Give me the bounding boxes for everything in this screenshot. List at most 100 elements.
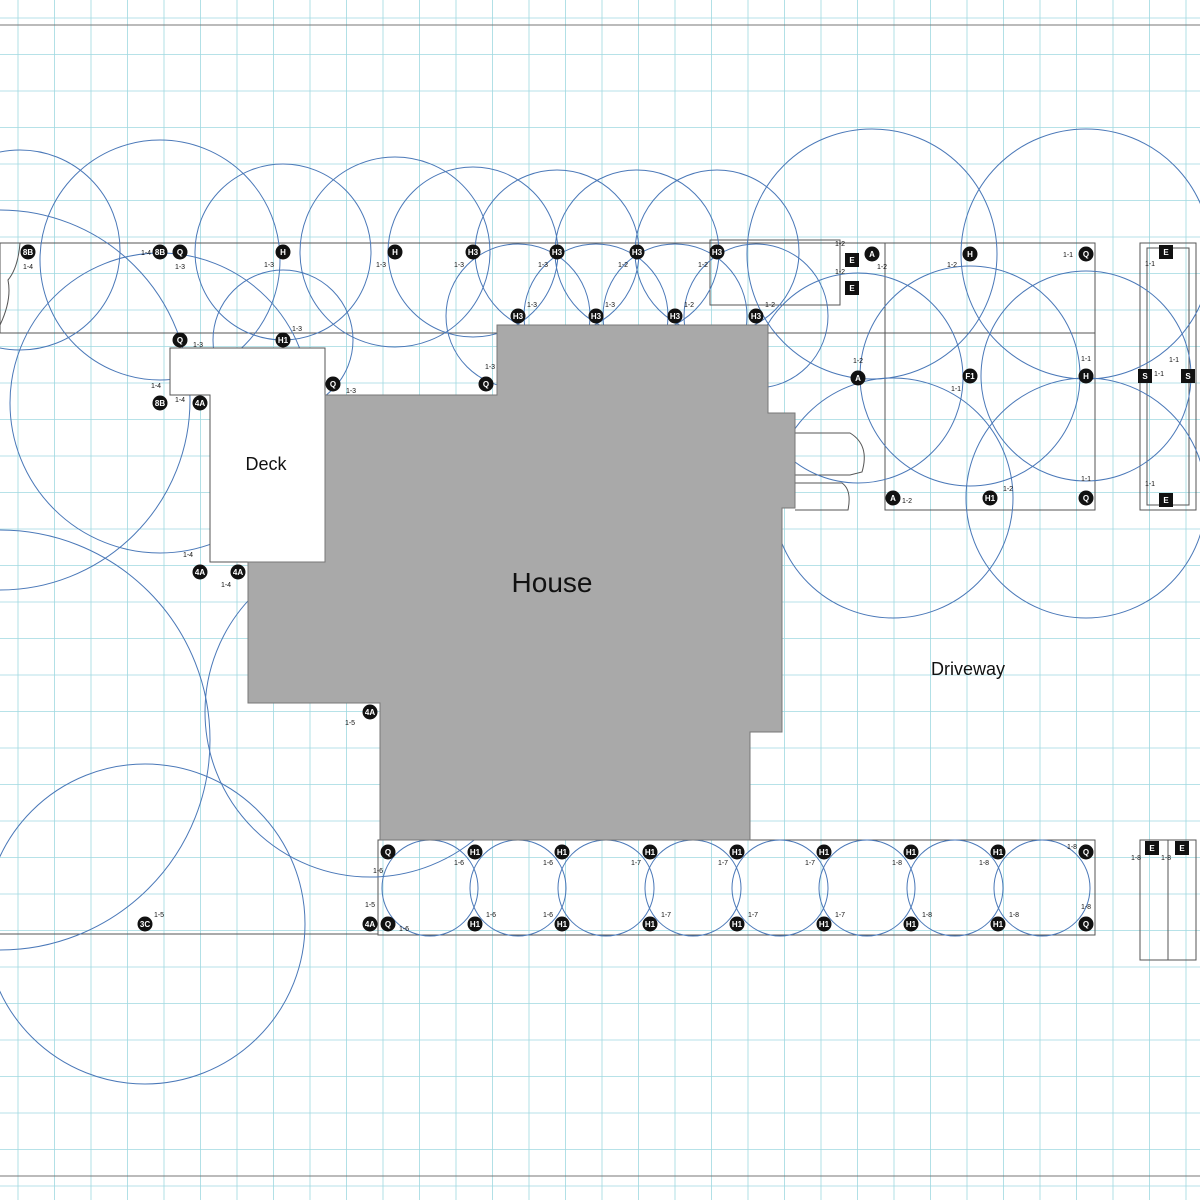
sprinkler-head-marker [549,244,565,260]
sprinkler-head-marker [588,308,604,324]
sprinkler-head-marker [748,308,764,324]
spray-arc [469,839,567,937]
sprinkler-zone-label: 1-2 [902,498,912,505]
sprinkler-head: H11-6 [467,912,496,932]
spray-arc [731,839,829,937]
sprinkler-zone-label: 1-3 [605,302,615,309]
strip-zone-label: 1-8 [1131,855,1141,862]
sprinkler-zone-label: 1-4 [23,264,33,271]
spray-arc [906,839,1004,937]
strip-head-type: E [1163,496,1169,505]
sprinkler-head-marker [137,916,153,932]
sprinkler-head: H1-3 [264,244,291,269]
sprinkler-head: Q1-3 [172,332,203,349]
sprinkler-zone-label: 1-5 [365,902,375,909]
sprinkler-head-marker [230,564,246,580]
deck-label: Deck [245,454,287,474]
sprinkler-head: 4A1-4 [175,395,208,411]
sprinkler-head: H11-6 [543,912,570,932]
sprinkler-head-marker [362,704,378,720]
sprinkler-head-marker [510,308,526,324]
spray-arc [0,529,211,951]
sprinkler-head: H11-8 [892,844,919,867]
sprinkler-head: H11-6 [454,844,483,867]
strip-zone-label: 1-1 [1154,371,1164,378]
sprinkler-head-marker [709,244,725,260]
sprinkler-head-marker [629,244,645,260]
sprinkler-head: H11-2 [982,486,1013,506]
sprinkler-head: Q1-1 [1063,246,1094,262]
sprinkler-head-marker [990,916,1006,932]
sprinkler-head-marker [275,244,291,260]
sprinkler-head-marker [962,246,978,262]
sprinkler-head-type: H [967,250,973,259]
spray-arc [746,128,998,380]
sprinkler-head-marker [467,916,483,932]
sprinkler-head-type: H3 [591,312,602,321]
sprinkler-head: Q1-3 [172,244,188,271]
sprinkler-head-marker [1078,844,1094,860]
sprinkler-head: Q1-8 [1067,844,1094,860]
sprinkler-head: H11-7 [631,844,658,867]
sprinkler-head: H11-8 [990,912,1019,932]
sprinkler-head: H 1-2 [947,246,978,269]
sprinkler-head-type: H1 [993,920,1004,929]
sprinkler-head-marker [903,916,919,932]
sprinkler-head: H1-3 [376,244,403,269]
strip-head-marker [1175,841,1189,855]
strip-sprinkler-head: E 1-1 [1145,481,1173,507]
strip-head-type: E [849,256,855,265]
sprinkler-zone-label: 1-1 [1081,476,1091,483]
sprinkler-head-type: H1 [645,920,656,929]
sprinkler-zone-label: 1-2 [698,262,708,269]
strip-zone-label: 1-1 [1169,357,1179,364]
sprinkler-head-marker [380,916,396,932]
sprinkler-head-marker [275,332,291,348]
strip-head-marker [1159,493,1173,507]
sprinkler-zone-label: 1-3 [193,342,203,349]
strip-sprinkler-head: E1-1 [1145,245,1173,268]
sprinkler-head-marker [885,490,901,506]
sprinkler-head: H11-7 [729,912,758,932]
sprinkler-head-marker [467,844,483,860]
sprinkler-head: 8B1-4 [151,383,168,411]
sprinkler-zone-label: 1-1 [1081,356,1091,363]
sprinkler-head-marker [192,564,208,580]
deck [169,347,326,563]
sprinkler-head: A1-2 [850,358,866,386]
sprinkler-head-type: H1 [732,848,743,857]
sprinkler-zone-label: 1-7 [631,860,641,867]
strip-zone-label: 1-1 [1145,481,1155,488]
sprinkler-head: Q1-8 [1078,904,1094,932]
sprinkler-zone-label: 1-3 [454,262,464,269]
spray-arc [0,763,306,1085]
sprinkler-zone-label: 1-2 [618,262,628,269]
sprinkler-head: F11-1 [951,368,978,393]
sprinkler-head-type: Q [1083,848,1089,857]
sprinkler-head-type: H3 [552,248,563,257]
sprinkler-head-type: Q [385,848,391,857]
sprinkler-zone-label: 1-2 [947,262,957,269]
sprinkler-head: H3 1-3 [538,244,565,269]
sprinkler-head-type: H1 [557,848,568,857]
sprinkler-zone-label: 1-8 [1081,904,1091,911]
sprinkler-head-type: A [855,374,861,383]
sprinkler-zone-label: 1-1 [951,386,961,393]
sprinkler-head: 4A1-5 [362,902,378,932]
spray-arc [993,839,1091,937]
sprinkler-zone-label: 1-4 [141,250,151,257]
sprinkler-head: 4A1-4 [183,552,208,580]
sprinkler-zone-label: 1-7 [748,912,758,919]
sprinkler-zone-label: 1-5 [154,912,164,919]
sprinkler-head: 4A1-5 [345,704,378,727]
sprinkler-head: H31-2 [748,302,775,324]
sprinkler-zone-label: 1-3 [538,262,548,269]
strip-zone-label: 1-8 [1161,855,1171,862]
sprinkler-zone-label: 1-7 [718,860,728,867]
sprinkler-zone-label: 1-2 [1003,486,1013,493]
sprinkler-head-marker [850,370,866,386]
sprinkler-head-marker [172,332,188,348]
sprinkler-head-type: H [280,248,286,257]
